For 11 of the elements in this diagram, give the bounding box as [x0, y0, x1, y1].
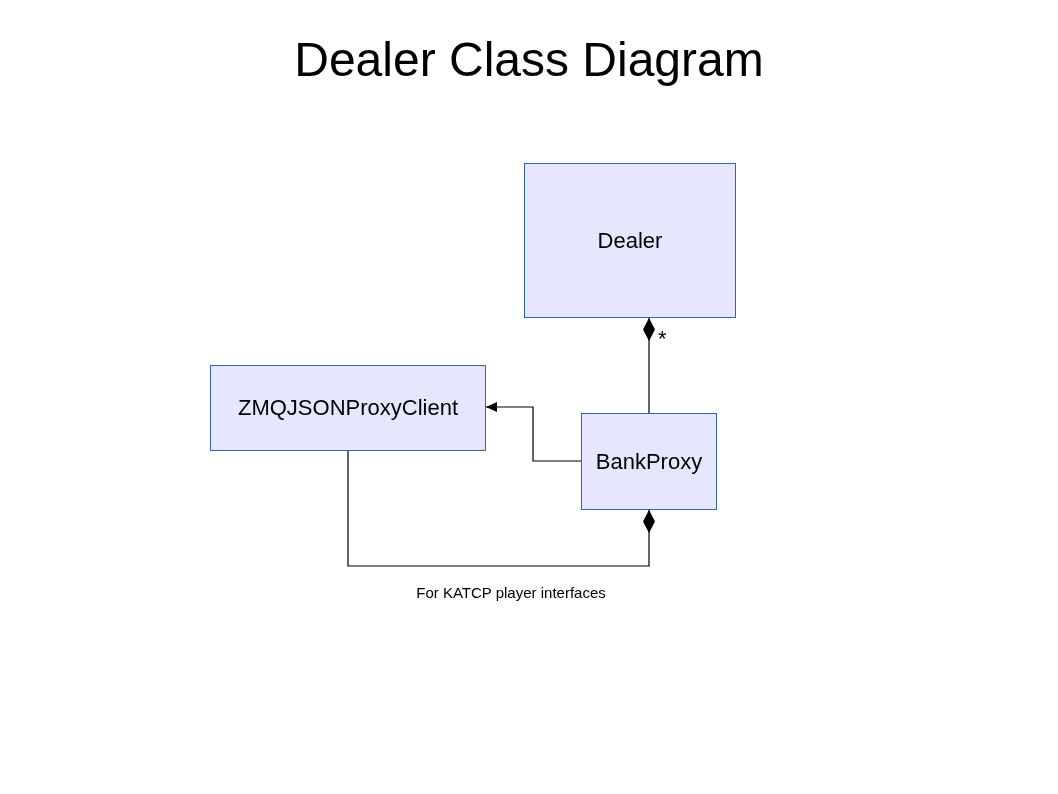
class-name: Dealer [597, 226, 663, 255]
class-name: ZMQJSONProxyClient [237, 394, 458, 422]
class-box [581, 413, 717, 510]
class-box [524, 163, 736, 318]
diagram-title: Dealer Class Diagram [294, 32, 764, 88]
note-text: For KATCP player interfaces [415, 583, 607, 603]
composition-connector [643, 317, 655, 414]
arrow [485, 402, 582, 462]
class-box [210, 365, 486, 451]
class-name: BankProxy [595, 447, 703, 476]
composition-connector [347, 450, 655, 567]
